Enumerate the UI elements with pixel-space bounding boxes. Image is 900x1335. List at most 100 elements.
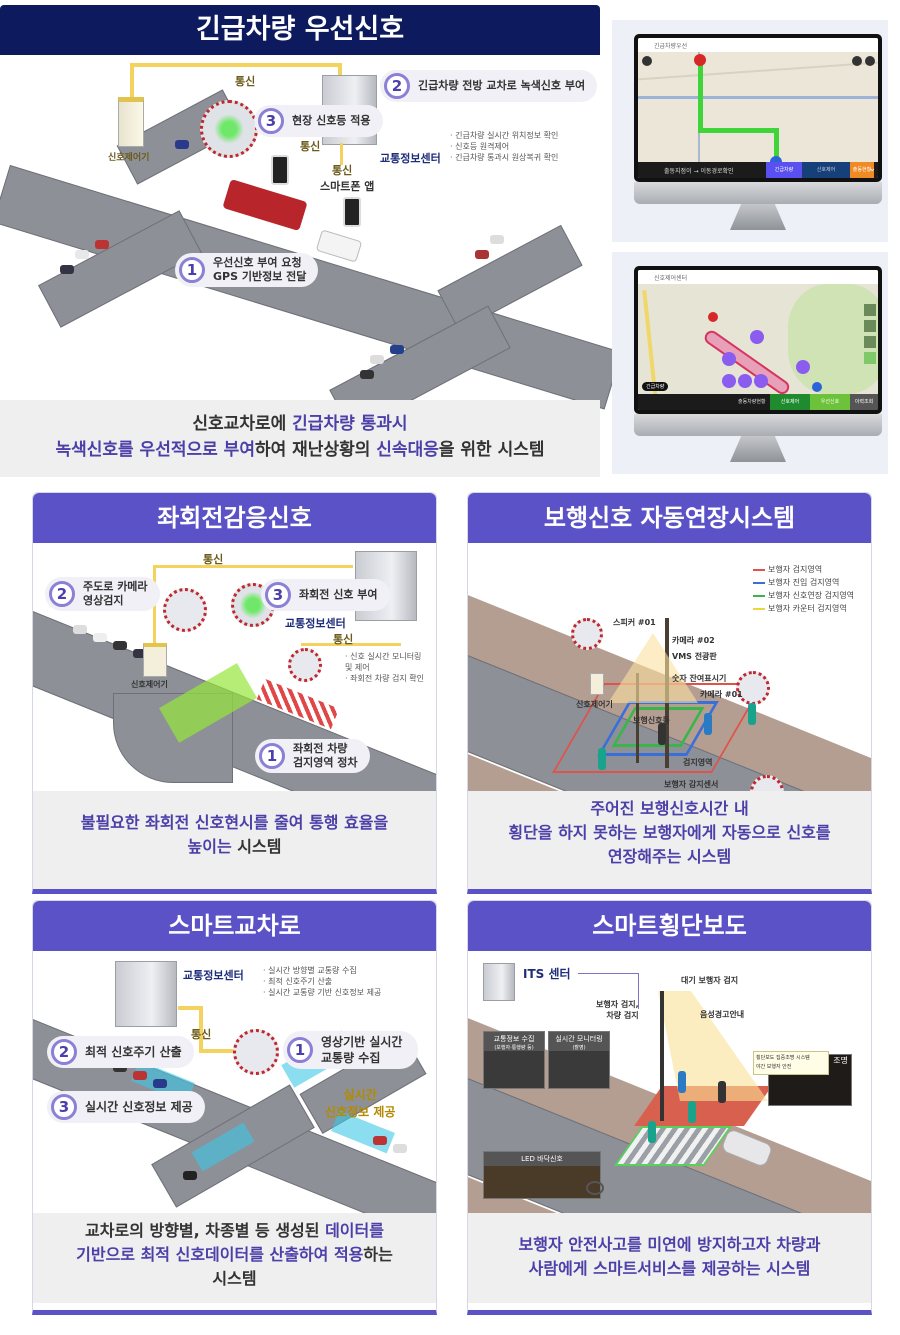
comm-label: 통신 xyxy=(203,553,224,566)
vehicle-tag[interactable]: 긴급차량 xyxy=(642,382,669,391)
comm-line xyxy=(178,1006,202,1010)
destination-pin-icon xyxy=(812,382,822,392)
signal-node-icon xyxy=(722,352,736,366)
signal-controller-icon xyxy=(143,643,167,677)
comm-line xyxy=(130,63,340,67)
bar-button[interactable]: 긴급차량 xyxy=(766,162,802,178)
detector-closeup-icon xyxy=(288,648,322,682)
step-3-bubble: 3 실시간 신호정보 제공 xyxy=(47,1091,205,1123)
zoom-in-icon[interactable] xyxy=(865,56,875,66)
pedestrian-figure xyxy=(598,748,606,770)
car xyxy=(393,1144,407,1153)
monitor-chin xyxy=(634,182,882,204)
center-bullet-list: · 실시간 방향별 교통량 수집 · 최적 신호주기 산출 · 실시간 교통량 … xyxy=(263,966,382,997)
signal-label: 보행신호등 xyxy=(633,716,670,725)
controller-label: 신호제어기 xyxy=(576,700,613,709)
map-layer-button[interactable] xyxy=(864,352,876,364)
countdown-label: 숫자 잔여표시기 xyxy=(672,674,727,683)
step-number: 3 xyxy=(51,1094,77,1120)
step-number: 3 xyxy=(258,108,284,134)
comm-label: 통신 xyxy=(332,164,353,177)
step-2-bubble: 2 긴급차량 전방 교차로 녹색신호 부여 xyxy=(380,70,598,102)
emergency-priority-panel: 긴급차량 우선신호 통신 신호제어기 3 xyxy=(0,5,623,477)
panel-title: 긴급차량 우선신호 xyxy=(0,5,600,55)
smart-crosswalk-card: 스마트횡단보도 ITS 센터 대기 보행자 검지 보행자 검지, 차량 검지 음… xyxy=(467,900,872,1315)
zone-legend: 보행자 검지영역 보행자 진입 검지영역 보행자 신호연장 검지영역 보행자 카… xyxy=(753,563,854,615)
signal-closeup-icon xyxy=(200,100,258,158)
comm-line xyxy=(199,1006,203,1052)
comm-line xyxy=(130,63,134,103)
pedestrian-figure xyxy=(648,1121,656,1143)
controller-label: 신호제어기 xyxy=(131,680,168,689)
smartphone-icon xyxy=(343,197,361,227)
its-center-label: ITS 센터 xyxy=(523,967,571,981)
panel-caption: 신호교차로에 긴급차량 통과시 녹색신호를 우선적으로 부여하여 재난상황의 신… xyxy=(0,400,600,477)
car xyxy=(360,370,374,379)
legend-item: 보행자 검지영역 xyxy=(753,563,854,576)
zoom-out-icon[interactable] xyxy=(852,56,862,66)
status-bar: 출동차량현황 신호제어 우선신호 이력조회 xyxy=(638,394,878,410)
signal-pole xyxy=(636,673,639,763)
detection-cone xyxy=(658,991,768,1101)
bar-button[interactable]: 우선신호 xyxy=(810,394,850,410)
ped-extension-card: 보행신호 자동연장시스템 스피커 #01 카메라 #02 VMS 전광판 숫자 … xyxy=(467,492,872,894)
car xyxy=(370,355,384,364)
card-title: 보행신호 자동연장시스템 xyxy=(468,493,871,543)
speaker-closeup-icon xyxy=(571,618,603,650)
car xyxy=(183,1171,197,1180)
bar-button[interactable]: 신호제어 xyxy=(802,162,850,178)
map-tool-icon[interactable] xyxy=(642,56,652,66)
car xyxy=(113,641,127,650)
status-bar: 출동지점이 → 이동경로확인 긴급차량 신호제어 출동현황 ⌄ xyxy=(638,162,878,178)
ped-extension-illustration: 스피커 #01 카메라 #02 VMS 전광판 숫자 잔여표시기 카메라 #01… xyxy=(468,543,871,791)
map-layer-button[interactable] xyxy=(864,336,876,348)
step-2-bubble: 2 최적 신호주기 산출 xyxy=(47,1036,194,1068)
signal-pole xyxy=(660,991,664,1121)
bar-button[interactable]: 이력조회 xyxy=(850,394,878,410)
signal-node-icon xyxy=(754,374,768,388)
sensor-label: 보행자 감지센서 xyxy=(664,780,719,789)
connector-line xyxy=(578,973,638,974)
step-number: 2 xyxy=(49,581,75,607)
map-layer-button[interactable] xyxy=(864,304,876,316)
card-title: 좌회전감응신호 xyxy=(33,493,436,543)
bar-button[interactable]: 신호제어 xyxy=(770,394,810,410)
emergency-illustration: 통신 신호제어기 3 현장 신호등 적용 2 긴급차량 전방 교차로 녹색신호 … xyxy=(0,55,623,433)
traffic-center-label: 교통정보센터 xyxy=(380,152,441,165)
car xyxy=(475,250,489,259)
card-caption: 불필요한 좌회전 신호현시를 줄여 통행 효율을 높이는 시스템 xyxy=(33,791,436,889)
smart-intersection-card: 스마트교차로 교통정보센터 · 실시간 방향별 교통량 수집 · 최적 신호주기… xyxy=(32,900,437,1315)
pedestrian-figure xyxy=(678,1071,686,1093)
monitor-screen: 긴급차량우선 출동지점이 → 이동경로확인 긴급차량 신호제어 출동현황 ⌄ xyxy=(634,34,882,182)
comm-line xyxy=(301,643,401,646)
wait-detect-label: 대기 보행자 검지 xyxy=(681,976,739,985)
camera-closeup-icon xyxy=(233,1029,279,1075)
its-center-building-icon xyxy=(483,963,515,1001)
car xyxy=(490,235,504,244)
cross-road-right xyxy=(437,224,583,332)
camera-closeup-icon xyxy=(163,588,207,632)
comm-label: 통신 xyxy=(191,1028,212,1041)
pedestrian-figure xyxy=(748,703,756,725)
controller-label: 신호제어기 xyxy=(108,153,150,163)
step-1-bubble: 1 우선신호 부여 요청 GPS 기반정보 전달 xyxy=(175,253,319,287)
comm-label: 통신 xyxy=(300,140,321,153)
map-road xyxy=(638,96,878,99)
step-number: 1 xyxy=(259,743,285,769)
map-layer-button[interactable] xyxy=(864,320,876,332)
park-area xyxy=(788,284,878,394)
chevron-down-icon[interactable]: ⌄ xyxy=(868,164,876,174)
pedestrian-figure xyxy=(658,723,666,745)
bicycle-icon xyxy=(586,1181,604,1195)
signal-node-icon xyxy=(796,360,810,374)
route-line xyxy=(698,60,703,132)
voice-guide-label: 음성경고안내 xyxy=(700,1010,745,1019)
bar-button[interactable]: 출동현황 xyxy=(850,162,874,178)
detect-label: 검지영역 xyxy=(683,758,713,767)
smart-crosswalk-illustration: ITS 센터 대기 보행자 검지 보행자 검지, 차량 검지 음성경고안내 교통… xyxy=(468,951,871,1213)
